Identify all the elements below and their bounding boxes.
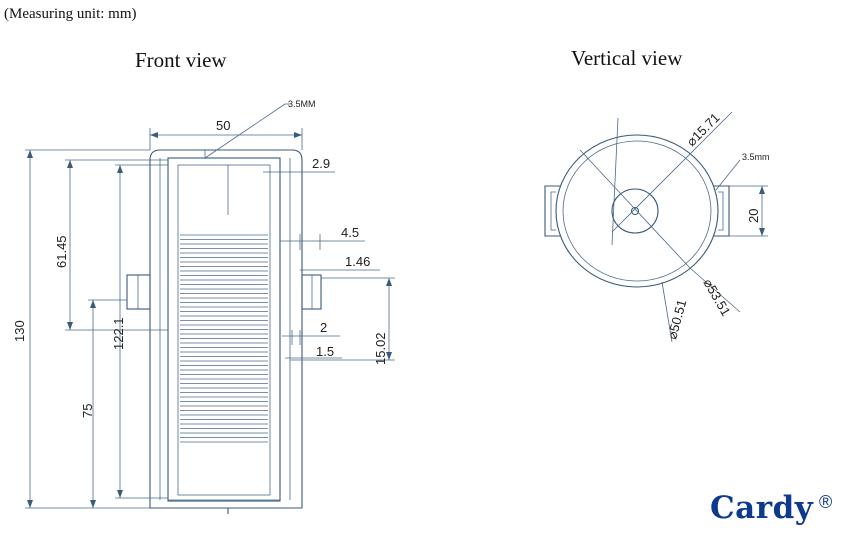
vertical-view-drawing: ⌀15.71 3.5mm 20 ⌀53.51 ⌀50.51	[544, 110, 770, 343]
vertical-view-title: Vertical view	[571, 46, 683, 70]
vertical-right-lug	[713, 185, 730, 237]
unit-note: (Measuring unit: mm)	[4, 6, 137, 22]
vertical-outer-ring	[555, 134, 719, 288]
front-left-tab	[126, 274, 151, 310]
vertical-center-dot	[630, 206, 640, 216]
dim-dia-53-51: ⌀53.51	[700, 276, 733, 318]
dim-4-5: 4.5	[341, 225, 359, 240]
front-inner-panel	[177, 164, 271, 496]
dim-hole-3-5mm-top: 3.5mm	[742, 152, 770, 162]
dim-1-46: 1.46	[345, 254, 370, 269]
dim-hole-3-5mm: 3.5MM	[288, 99, 316, 109]
front-outer-body	[149, 149, 303, 509]
dim-width-50: 50	[216, 118, 230, 133]
front-view-drawing: 50 3.5MM 130 61.45 122.1 75 2.9	[12, 99, 395, 514]
dim-15-02: 15.02	[373, 332, 388, 365]
vertical-left-lug	[544, 185, 561, 237]
front-view-title: Front view	[135, 48, 227, 72]
front-right-tab	[301, 274, 322, 310]
vertical-inner-ring	[562, 140, 712, 282]
vertical-center-hole	[611, 188, 659, 234]
dim-75: 75	[80, 404, 95, 418]
front-inner-frame	[167, 157, 281, 502]
dim-height-130: 130	[12, 320, 27, 342]
dim-dia-15-71: ⌀15.71	[684, 110, 723, 149]
dim-dia-50-51: ⌀50.51	[664, 298, 689, 341]
dim-2-9: 2.9	[312, 156, 330, 171]
brand-logo: Cardy	[710, 490, 814, 526]
dim-1-5: 1.5	[316, 344, 334, 359]
dim-2: 2	[320, 320, 327, 335]
dim-20: 20	[746, 209, 761, 223]
dim-61-45: 61.45	[54, 235, 69, 268]
registered-mark: ®	[819, 492, 833, 512]
dim-122-1: 122.1	[111, 317, 126, 350]
front-grille	[180, 234, 268, 443]
